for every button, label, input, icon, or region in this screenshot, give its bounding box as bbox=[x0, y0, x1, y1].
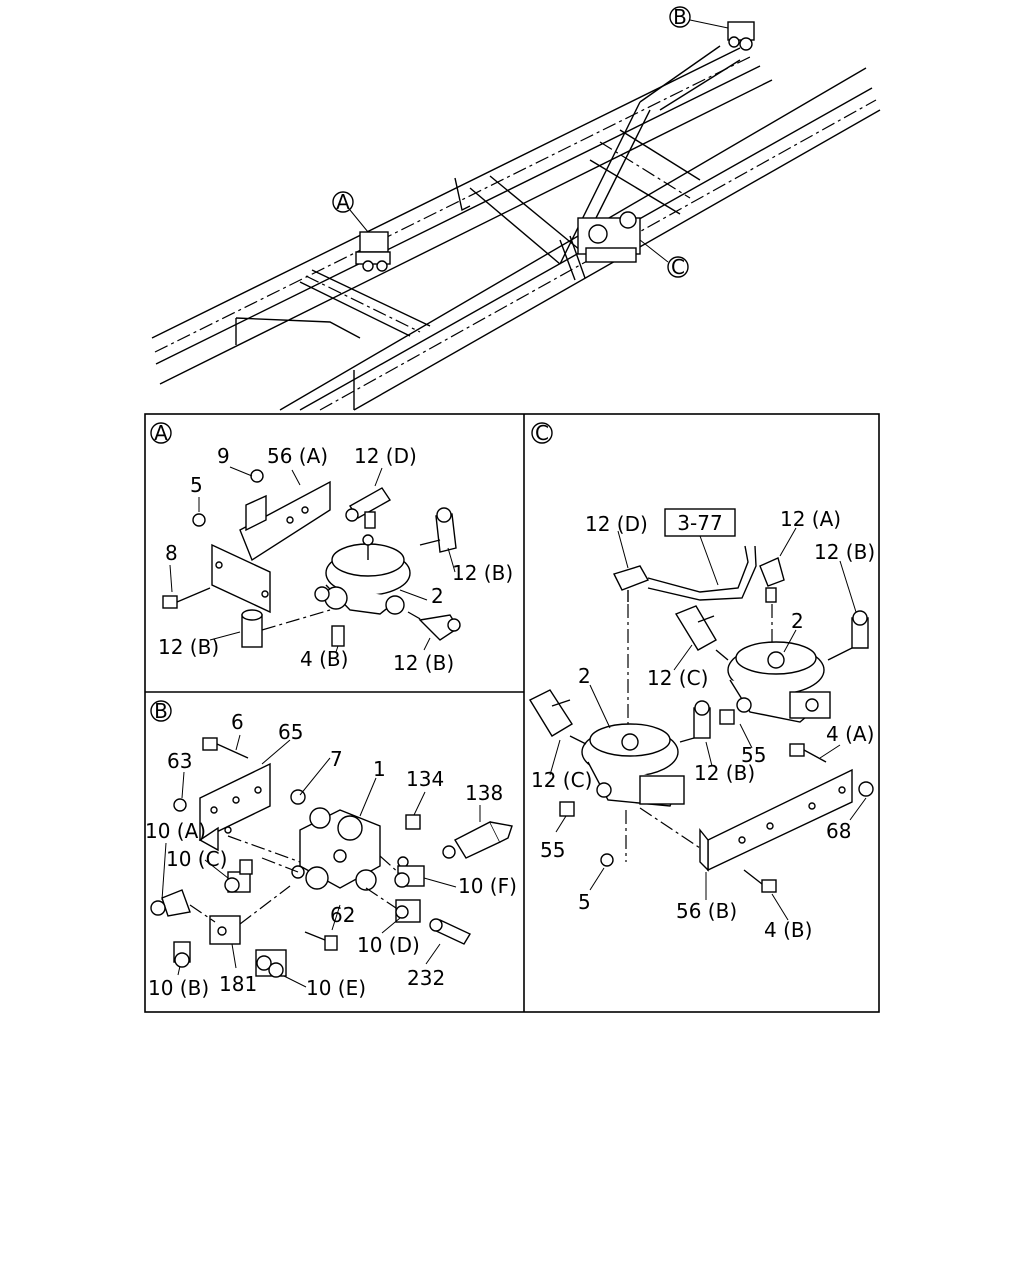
label-63: 63 bbox=[167, 749, 192, 773]
label-232: 232 bbox=[407, 966, 445, 990]
label-68: 68 bbox=[826, 819, 851, 843]
label-4a: 4 (A) bbox=[826, 722, 874, 746]
label-10e: 10 (E) bbox=[306, 976, 366, 1000]
label-12c-lower: 12 (C) bbox=[531, 768, 592, 792]
reference-box-label: 3-77 bbox=[677, 511, 722, 535]
label-12b-left: 12 (B) bbox=[158, 635, 219, 659]
callout-c-label: C bbox=[671, 255, 685, 279]
label-12c-upper: 12 (C) bbox=[647, 666, 708, 690]
label-12d: 12 (D) bbox=[354, 444, 417, 468]
label-181: 181 bbox=[219, 972, 257, 996]
panel-c-letter: C bbox=[535, 421, 549, 445]
label-12b-bottom: 12 (B) bbox=[393, 651, 454, 675]
label-55-left: 55 bbox=[540, 838, 565, 862]
label-4b: 4 (B) bbox=[764, 918, 812, 942]
label-8: 8 bbox=[165, 541, 178, 565]
overview-callout-a[interactable]: A bbox=[332, 190, 391, 272]
overview-callout-b[interactable]: B bbox=[669, 5, 755, 51]
panel-c: C 3-77 bbox=[529, 421, 875, 942]
label-10d: 10 (D) bbox=[357, 933, 420, 957]
label-12a: 12 (A) bbox=[780, 507, 841, 531]
label-10f: 10 (F) bbox=[458, 874, 517, 898]
label-56b: 56 (B) bbox=[676, 899, 737, 923]
label-12d: 12 (D) bbox=[585, 512, 648, 536]
label-9: 9 bbox=[217, 444, 230, 468]
label-2: 2 bbox=[431, 584, 444, 608]
panel-a: A bbox=[150, 421, 513, 675]
label-12b-top: 12 (B) bbox=[814, 540, 875, 564]
label-55-right: 55 bbox=[741, 743, 766, 767]
label-2-upper: 2 bbox=[791, 609, 804, 633]
label-10b: 10 (B) bbox=[148, 976, 209, 1000]
detail-panels-frame bbox=[144, 413, 880, 1013]
label-62: 62 bbox=[330, 903, 355, 927]
label-1: 1 bbox=[373, 757, 386, 781]
label-2-lower: 2 bbox=[578, 664, 591, 688]
overview-callout-c[interactable]: C bbox=[577, 211, 689, 279]
label-12b-right: 12 (B) bbox=[452, 561, 513, 585]
label-5: 5 bbox=[190, 473, 203, 497]
label-4b: 4 (B) bbox=[300, 647, 348, 671]
chassis-frame-overview bbox=[151, 45, 881, 411]
callout-b-label: B bbox=[673, 5, 687, 29]
label-134: 134 bbox=[406, 767, 444, 791]
label-138: 138 bbox=[465, 781, 503, 805]
label-65: 65 bbox=[278, 720, 303, 744]
label-7: 7 bbox=[330, 747, 343, 771]
label-6: 6 bbox=[231, 710, 244, 734]
panel-b: B bbox=[145, 699, 517, 1000]
label-10a: 10 (A) bbox=[145, 819, 206, 843]
label-5: 5 bbox=[578, 890, 591, 914]
label-12b-lower: 12 (B) bbox=[694, 761, 755, 785]
callout-a-label: A bbox=[336, 190, 350, 214]
label-56a: 56 (A) bbox=[267, 444, 328, 468]
panel-b-letter: B bbox=[154, 699, 168, 723]
panel-a-letter: A bbox=[154, 421, 168, 445]
label-10c: 10 (C) bbox=[166, 847, 227, 871]
